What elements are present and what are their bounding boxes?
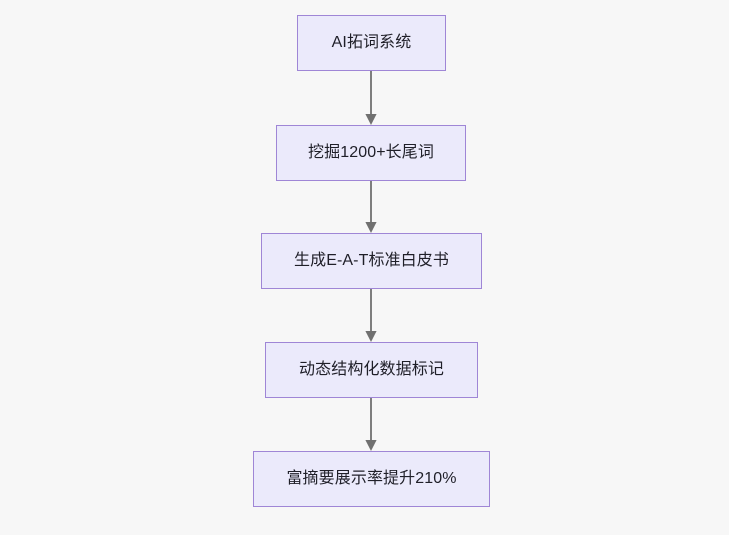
- flowchart-node-label: 动态结构化数据标记: [299, 361, 444, 378]
- flowchart-node-rich-snippet-result[interactable]: 富摘要展示率提升210%: [253, 451, 490, 507]
- flowchart-node-label: 富摘要展示率提升210%: [286, 470, 457, 487]
- flowchart-node-eat-whitepaper[interactable]: 生成E-A-T标准白皮书: [261, 233, 482, 289]
- flowchart-node-structured-data-markup[interactable]: 动态结构化数据标记: [265, 342, 478, 398]
- flowchart-node-ai-keyword-system[interactable]: AI拓词系统: [297, 15, 446, 71]
- edge-n3-n4: [357, 289, 385, 342]
- flowchart-node-label: AI拓词系统: [331, 34, 412, 51]
- flowchart-node-label: 挖掘1200+长尾词: [308, 144, 434, 161]
- edge-n1-n2: [357, 71, 385, 125]
- edge-n4-n5: [357, 398, 385, 451]
- edge-n2-n3: [357, 181, 385, 233]
- flowchart-node-label: 生成E-A-T标准白皮书: [294, 252, 449, 269]
- flowchart-node-longtail-keywords[interactable]: 挖掘1200+长尾词: [276, 125, 466, 181]
